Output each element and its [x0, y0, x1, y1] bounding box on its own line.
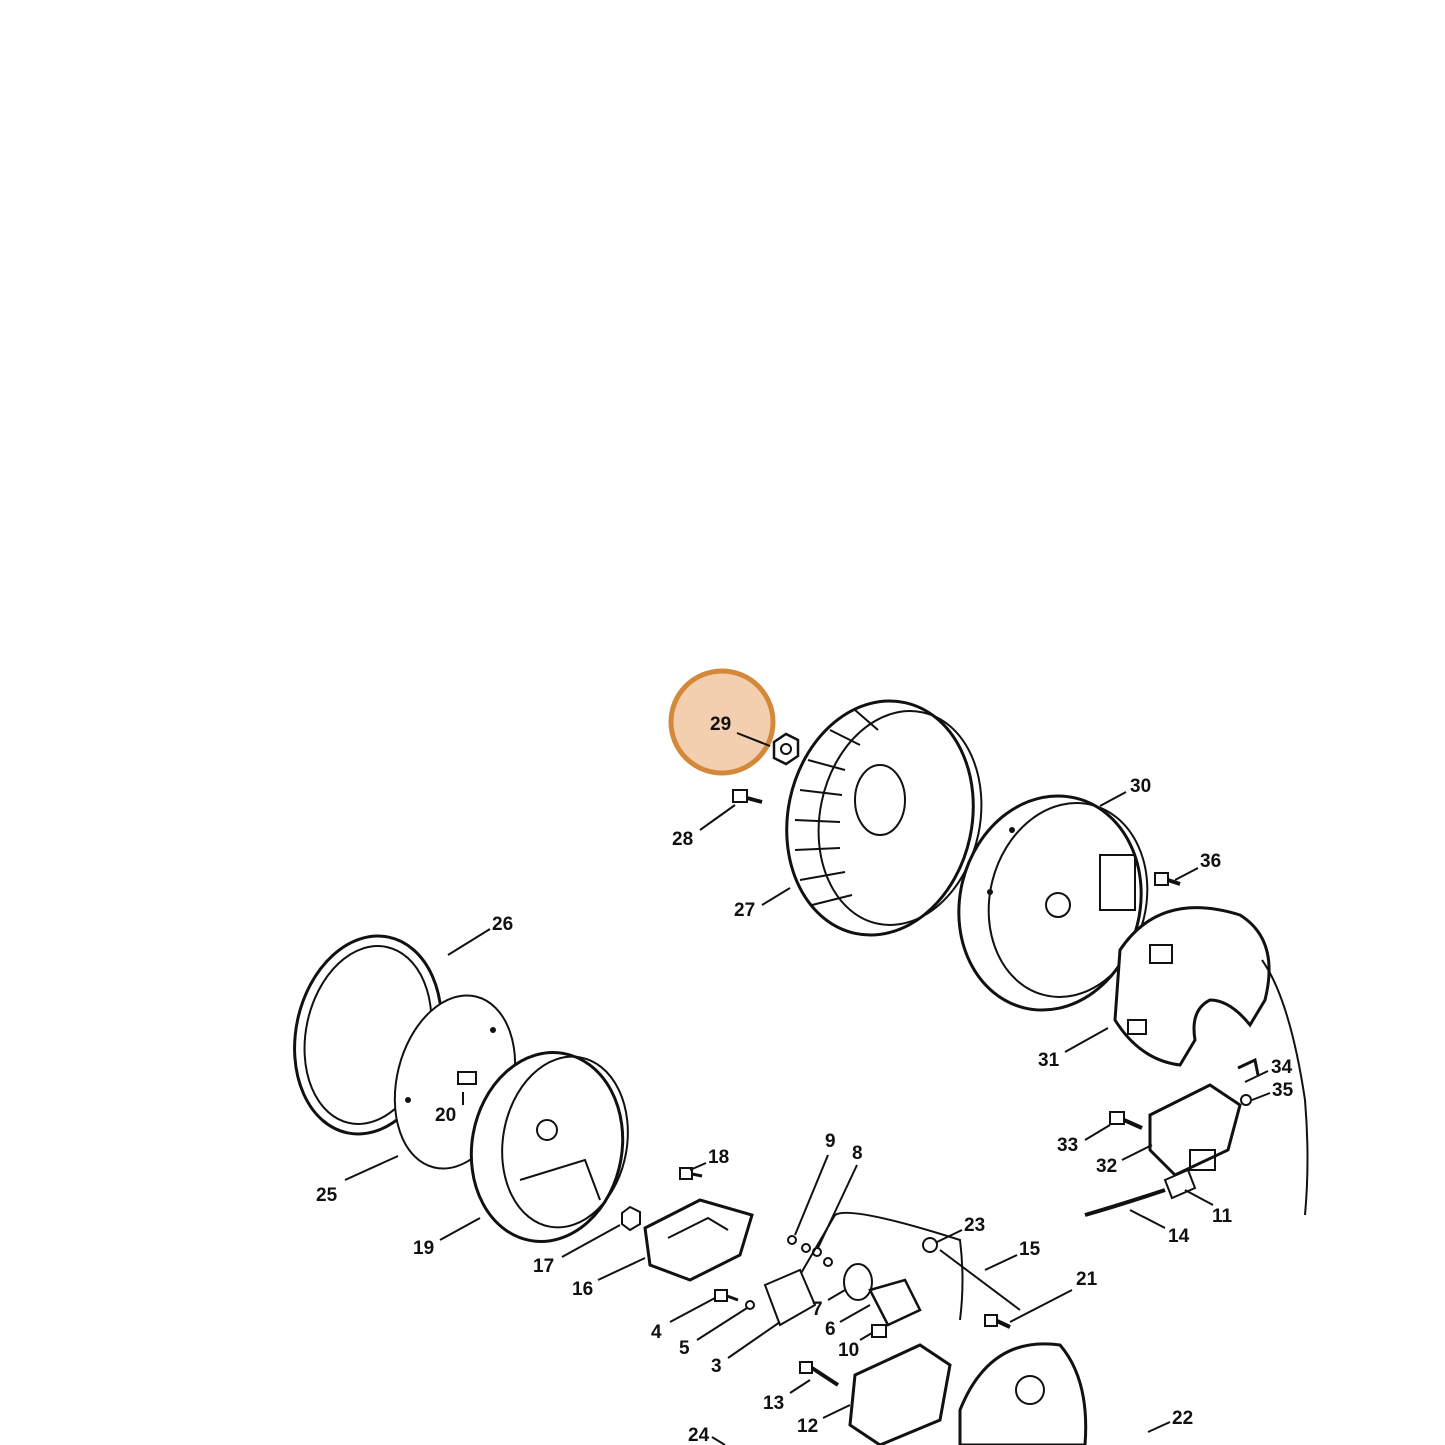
- label-30: 30: [1130, 776, 1151, 797]
- label-26: 26: [492, 914, 513, 935]
- label-21: 21: [1076, 1269, 1098, 1290]
- part-17-nut[interactable]: [621, 1205, 641, 1232]
- label-28: 28: [672, 829, 693, 850]
- label-18: 18: [708, 1147, 729, 1168]
- label-7: 7: [812, 1299, 823, 1320]
- part-5-washer[interactable]: [745, 1300, 755, 1310]
- label-22: 22: [1172, 1408, 1193, 1429]
- part-35-washer[interactable]: [1240, 1094, 1252, 1106]
- leader-lines: [344, 732, 1271, 1445]
- part-16-bracket[interactable]: [643, 1198, 754, 1282]
- label-36: 36: [1200, 851, 1221, 872]
- part-labels: 28 27 30 36 26 31 34 35 33 32 11 14 20 2…: [316, 776, 1294, 1445]
- label-13: 13: [763, 1393, 784, 1414]
- label-20: 20: [435, 1105, 456, 1126]
- part-23-grommet[interactable]: [922, 1237, 938, 1253]
- label-19: 19: [413, 1238, 434, 1259]
- highlight-29[interactable]: 29: [668, 668, 776, 776]
- label-15: 15: [1019, 1239, 1041, 1260]
- label-3: 3: [711, 1356, 722, 1377]
- part-19-flywheel[interactable]: [457, 1040, 641, 1253]
- label-34: 34: [1271, 1057, 1293, 1078]
- label-35: 35: [1272, 1080, 1294, 1101]
- label-29: 29: [710, 714, 731, 735]
- part-3-base-plate[interactable]: [763, 1268, 817, 1327]
- label-16: 16: [572, 1279, 593, 1300]
- part-31-stator[interactable]: [1113, 906, 1309, 1216]
- label-31: 31: [1038, 1050, 1060, 1071]
- part-9-washer[interactable]: [787, 1235, 811, 1253]
- part-21-screw[interactable]: [984, 1314, 1011, 1329]
- label-23: 23: [964, 1215, 985, 1236]
- label-11: 11: [1212, 1206, 1233, 1227]
- part-28-screw[interactable]: [732, 789, 763, 804]
- label-5: 5: [679, 1338, 690, 1359]
- part-4-screw[interactable]: [714, 1289, 739, 1302]
- part-32-ignition-coil[interactable]: [1148, 1083, 1242, 1177]
- label-17: 17: [533, 1256, 554, 1277]
- part-12-coil[interactable]: [848, 1343, 952, 1445]
- part-22-plate[interactable]: [958, 1342, 1088, 1445]
- label-25: 25: [316, 1185, 338, 1206]
- part-7-contact-breaker[interactable]: [843, 1263, 873, 1301]
- label-9: 9: [825, 1131, 836, 1152]
- part-30-rotor-housing[interactable]: [937, 776, 1168, 1029]
- part-34-clip[interactable]: [1237, 1057, 1260, 1076]
- label-12: 12: [797, 1416, 818, 1437]
- label-27: 27: [734, 900, 755, 921]
- label-6: 6: [825, 1319, 836, 1340]
- part-13-screw[interactable]: [799, 1361, 840, 1387]
- part-15-wire[interactable]: [799, 1211, 1021, 1321]
- part-36-screw[interactable]: [1154, 872, 1181, 886]
- label-10: 10: [838, 1340, 859, 1361]
- part-14-ignition-lead[interactable]: [1084, 1188, 1166, 1217]
- part-29-nut[interactable]: [772, 732, 800, 766]
- label-8: 8: [852, 1143, 863, 1164]
- label-14: 14: [1168, 1226, 1190, 1247]
- label-4: 4: [651, 1322, 662, 1343]
- label-33: 33: [1057, 1135, 1078, 1156]
- label-24: 24: [688, 1425, 710, 1445]
- part-6-condenser[interactable]: [868, 1278, 922, 1327]
- label-32: 32: [1096, 1156, 1117, 1177]
- part-8-washer[interactable]: [812, 1247, 833, 1267]
- part-18-screw[interactable]: [679, 1167, 703, 1180]
- part-27-fan-wheel[interactable]: [765, 683, 1000, 952]
- part-10-clip[interactable]: [871, 1324, 887, 1338]
- part-33-screw[interactable]: [1109, 1111, 1143, 1130]
